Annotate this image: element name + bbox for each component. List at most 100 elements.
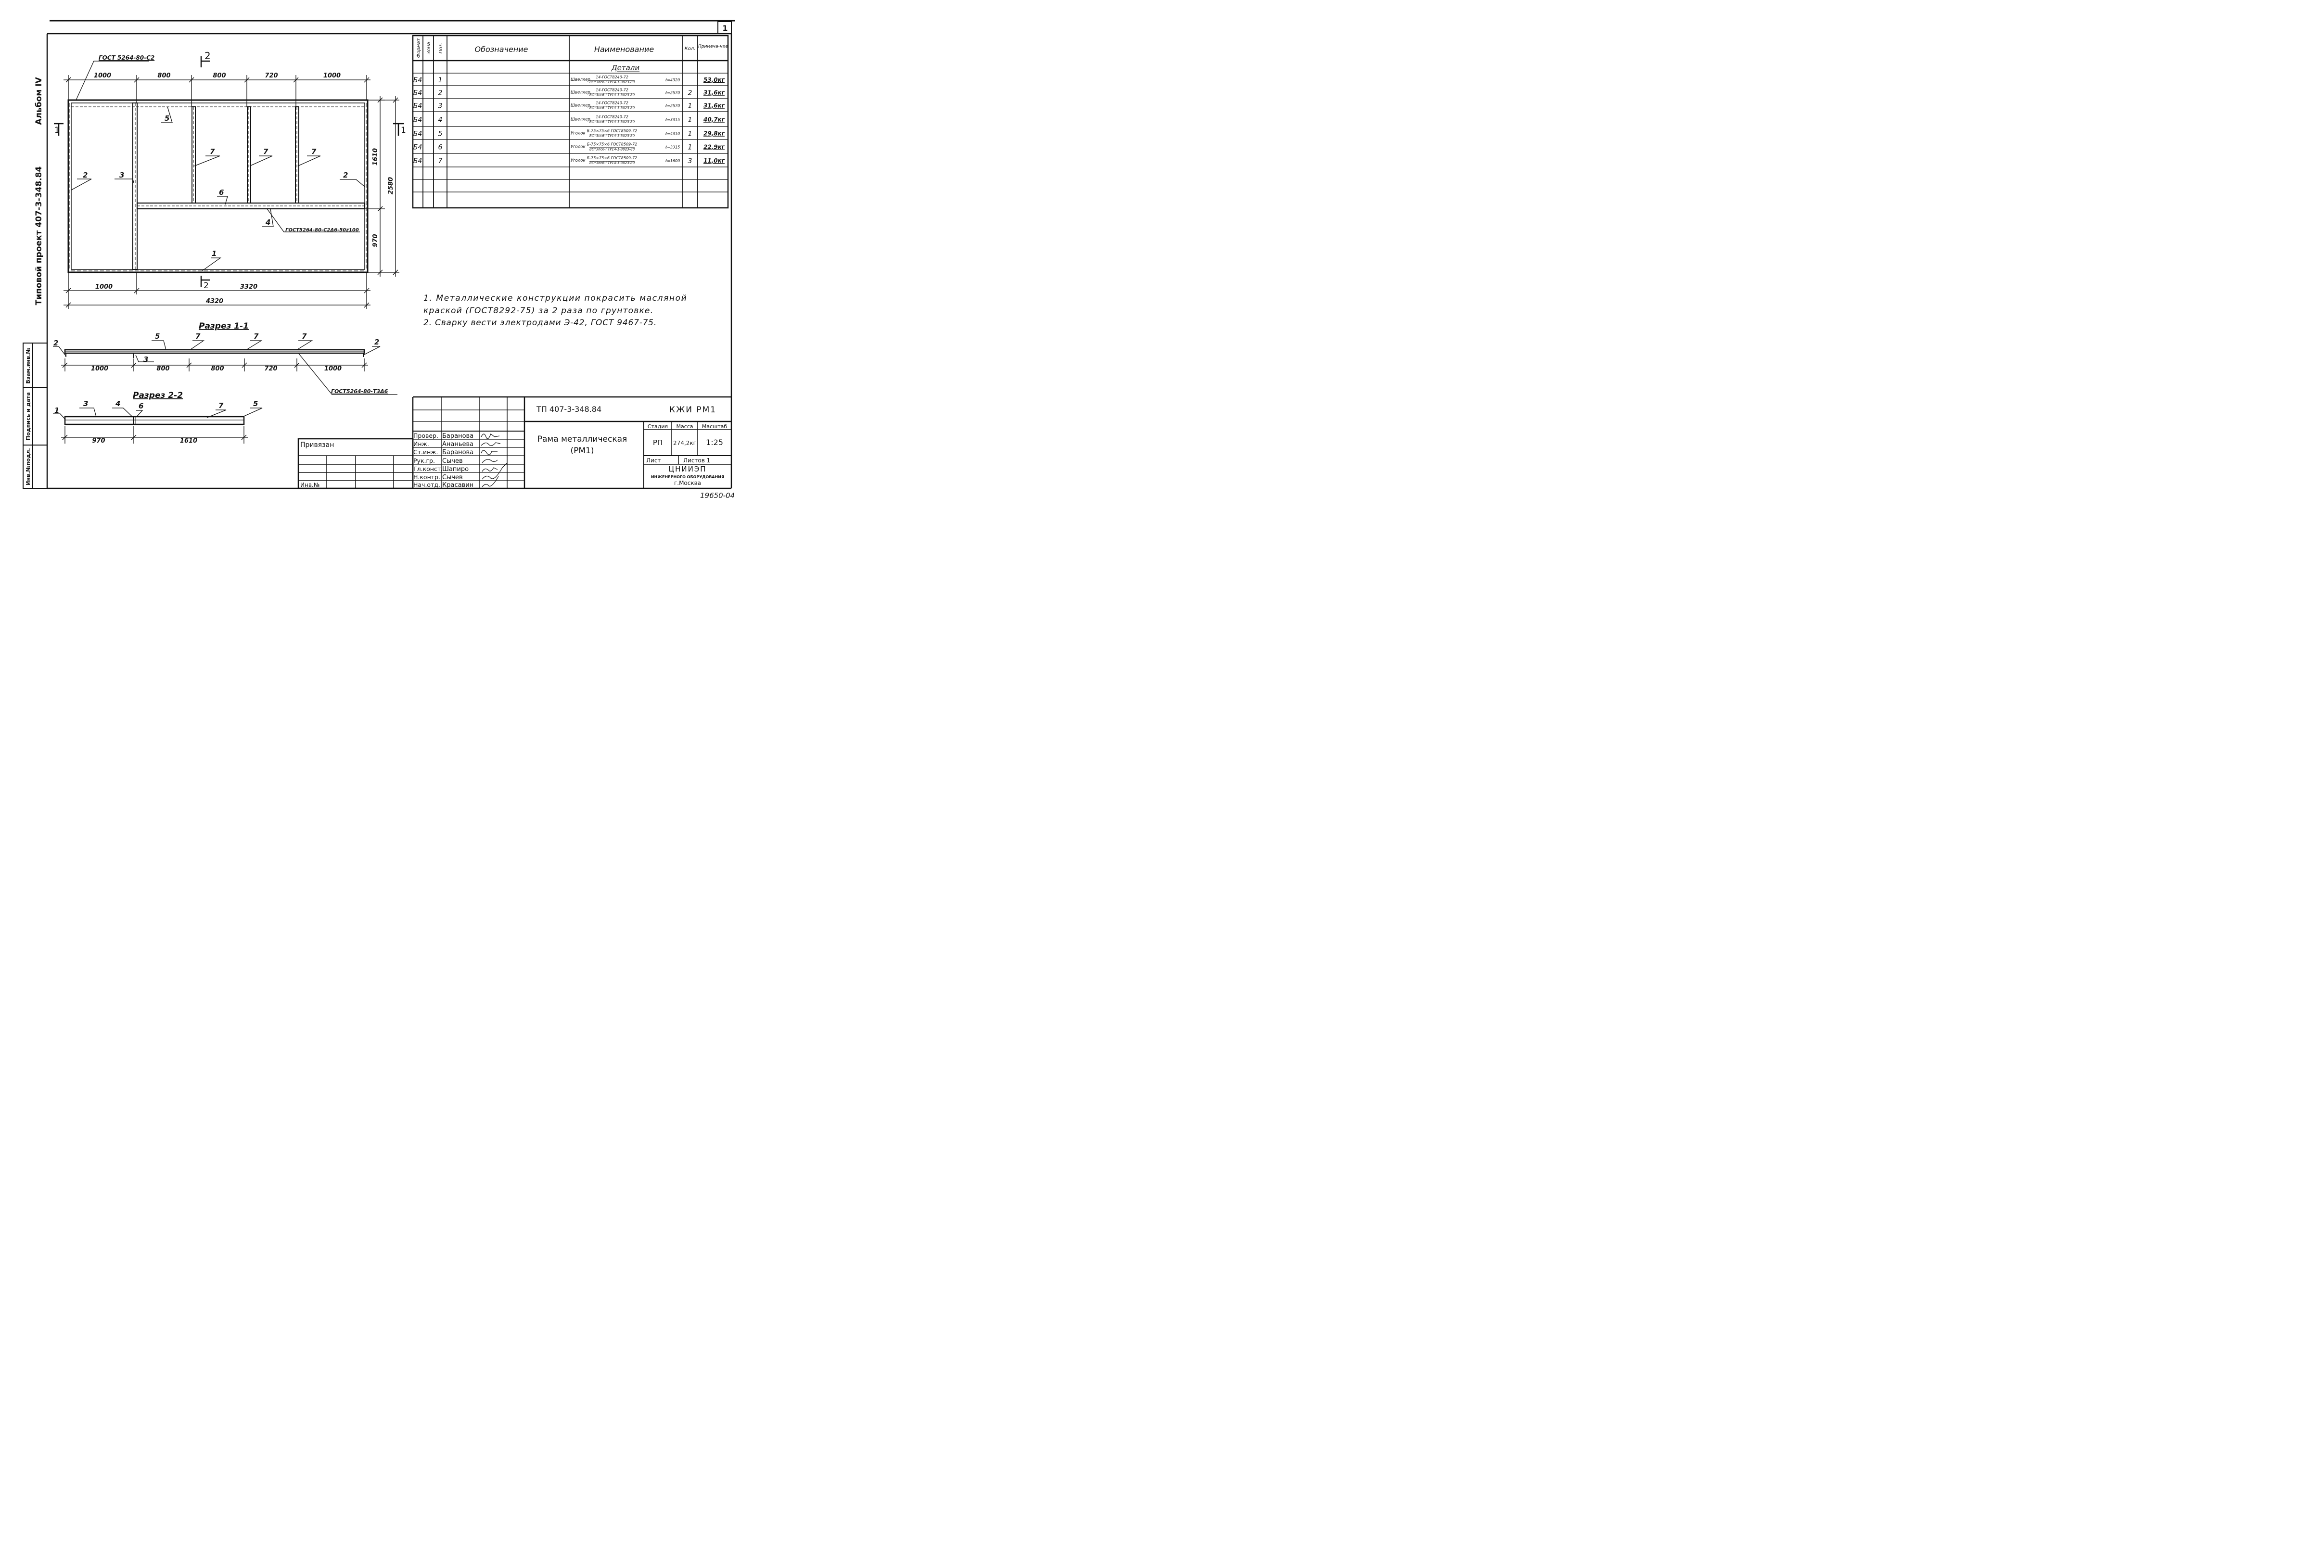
pos-label-7-b: 7 bbox=[263, 147, 268, 156]
sec1-label-2-left: 2 bbox=[53, 339, 58, 347]
org-line-2: инженерного оборудования bbox=[651, 475, 724, 479]
spec-cell-length: ℓ=2570 bbox=[665, 91, 680, 95]
pos-label-2-left: 2 bbox=[83, 171, 88, 179]
bottom-stamp: 19650-04 bbox=[700, 491, 735, 500]
note-line-3: 2. Сварку вести электродами Э-42, ГОСТ 9… bbox=[423, 318, 657, 328]
spec-cell-qty: 1 bbox=[688, 144, 692, 152]
spec-cell-spec1: 14-ГОСТ8240-72 bbox=[596, 101, 628, 105]
dim-top-1: 1000 bbox=[94, 72, 111, 79]
role-person: Сычев bbox=[442, 458, 463, 465]
scale-value: 1:25 bbox=[706, 438, 723, 447]
sec1-label-5: 5 bbox=[155, 332, 160, 341]
dim-top-5: 1000 bbox=[323, 72, 341, 79]
spec-cell-note: 53,0кг bbox=[703, 76, 725, 83]
left-margin-stamp bbox=[23, 343, 48, 489]
sec2-dim-2: 1610 bbox=[180, 437, 197, 445]
spec-cell-name: Швеллер bbox=[571, 117, 590, 122]
spec-cell-spec2: ВСт3пс6-I ТУ14-1-3023-80 bbox=[589, 93, 635, 97]
weld-gost-top: ГОСТ 5264-80-С2 bbox=[99, 54, 154, 61]
dim-chain-bottom bbox=[64, 272, 370, 309]
dim-chain-right bbox=[365, 96, 399, 277]
spec-cell-spec2: ВСт3пс6-I ТУ14-1-3023-80 bbox=[589, 148, 635, 152]
section-mark-1-left bbox=[54, 123, 64, 136]
pos-label-7-c: 7 bbox=[311, 147, 317, 156]
sec2-label-5: 5 bbox=[253, 399, 258, 408]
org-line-3: г.Москва bbox=[674, 480, 701, 486]
dim-top-2: 800 bbox=[157, 72, 170, 79]
section-mark-1-left-label: 1 bbox=[54, 126, 60, 135]
sec1-label-7-a: 7 bbox=[195, 332, 201, 341]
sec1-dim-1: 1000 bbox=[91, 365, 108, 372]
signatures bbox=[481, 433, 508, 487]
sec1-label-3: 3 bbox=[143, 355, 148, 364]
sec2-label-3: 3 bbox=[83, 399, 88, 408]
weld-gost-top-leader bbox=[76, 61, 149, 101]
spec-header-format: Формат bbox=[416, 38, 421, 58]
spec-cell-spec1: Б-75×75×6 ГОСТ8509-72 bbox=[587, 156, 637, 160]
sheet-frame bbox=[46, 20, 735, 489]
role-title: Гл.конст. bbox=[413, 465, 443, 472]
margin-label-signature: Подпись и дата bbox=[25, 392, 31, 440]
spec-cell-pos: 1 bbox=[438, 76, 443, 84]
dim-total-width: 4320 bbox=[205, 298, 223, 305]
section-mark-1-right-label: 1 bbox=[401, 126, 406, 135]
stage-label: Стадия bbox=[648, 423, 668, 430]
spec-cell-format: Б4 bbox=[413, 157, 422, 165]
spec-cell-spec2: ВСт3пс6-I ТУ14-1-3023-80 bbox=[589, 80, 635, 84]
spec-cell-note: 22,9кг bbox=[703, 144, 725, 151]
role-row: Инж. Ананьева bbox=[413, 440, 473, 448]
spec-cell-length: ℓ=1600 bbox=[665, 159, 680, 163]
sec1-dim-2: 800 bbox=[156, 365, 169, 372]
role-person: Баранова bbox=[442, 449, 473, 456]
section-2-2: Разрез 2-2 1 3 4 6 7 5 970 1610 bbox=[53, 391, 263, 445]
section-mark-2-bottom bbox=[200, 276, 210, 287]
spec-table: Формат Зона Поз. Обозначение Наименовани… bbox=[412, 35, 729, 209]
sec2-label-4: 4 bbox=[115, 399, 120, 408]
spec-cell-length: ℓ=2570 bbox=[665, 104, 680, 108]
note-line-2: краской (ГОСТ8292-75) за 2 раза по грунт… bbox=[423, 306, 653, 316]
drawing-sheet: 1 19650-04 Альбом IV Типовой проект 407-… bbox=[23, 20, 735, 500]
spec-cell-name: Швеллер bbox=[571, 90, 590, 95]
spec-cell-spec1: 14-ГОСТ8240-72 bbox=[596, 115, 628, 119]
role-person: Ананьева bbox=[442, 441, 473, 448]
scale-label: Масштаб bbox=[702, 423, 727, 430]
sec1-dim-5: 1000 bbox=[324, 365, 342, 372]
spec-cell-name: Швеллер bbox=[571, 103, 590, 108]
spec-cell-note: 29,8кг bbox=[703, 130, 725, 137]
sec1-label-2-right: 2 bbox=[374, 338, 379, 346]
spec-section-title: Детали bbox=[611, 64, 639, 72]
role-title: Нач.отд. bbox=[413, 481, 440, 488]
mass-label: Масса bbox=[676, 423, 693, 430]
spec-cell-spec2: ВСт3пс6-I ТУ14-1-3023-80 bbox=[589, 106, 635, 110]
spec-cell-length: ℓ=3315 bbox=[665, 118, 680, 122]
spec-header-name: Наименование bbox=[594, 45, 654, 54]
role-title: Н.контр. bbox=[413, 473, 440, 481]
role-row: Гл.конст.Шапиро bbox=[413, 465, 469, 473]
spec-cell-format: Б4 bbox=[413, 102, 422, 110]
sec2-label-7: 7 bbox=[218, 401, 224, 410]
pos-label-1: 1 bbox=[212, 249, 217, 258]
section-1-1-title: Разрез 1-1 bbox=[199, 321, 249, 331]
project-label: Типовой проект 407-3-348.84 bbox=[34, 166, 44, 306]
sec1-dim-4: 720 bbox=[264, 365, 277, 372]
mass-value: 274,2кг bbox=[673, 440, 696, 446]
spec-cell-spec2: ВСт3пс6-I ТУ14-1-3023-80 bbox=[589, 120, 635, 124]
section-mark-2-top-label: 2 bbox=[204, 50, 211, 62]
spec-cell-pos: 3 bbox=[438, 102, 443, 110]
spec-cell-qty: 1 bbox=[688, 130, 692, 138]
dim-total-height: 2580 bbox=[387, 177, 395, 194]
spec-cell-spec1: 14-ГОСТ8240-72 bbox=[596, 88, 628, 92]
position-leaders bbox=[71, 106, 365, 271]
spec-cell-pos: 6 bbox=[438, 144, 443, 152]
role-person: Баранова bbox=[442, 433, 473, 440]
spec-cell-pos: 7 bbox=[438, 157, 443, 165]
spec-cell-spec2: ВСт3пс6-I ТУ14-1-3023-80 bbox=[589, 134, 635, 138]
sheets-label: Листов 1 bbox=[683, 457, 710, 464]
section-mark-1-right bbox=[393, 123, 404, 136]
role-title: Инж. bbox=[413, 440, 429, 447]
spec-cell-format: Б4 bbox=[413, 76, 422, 84]
